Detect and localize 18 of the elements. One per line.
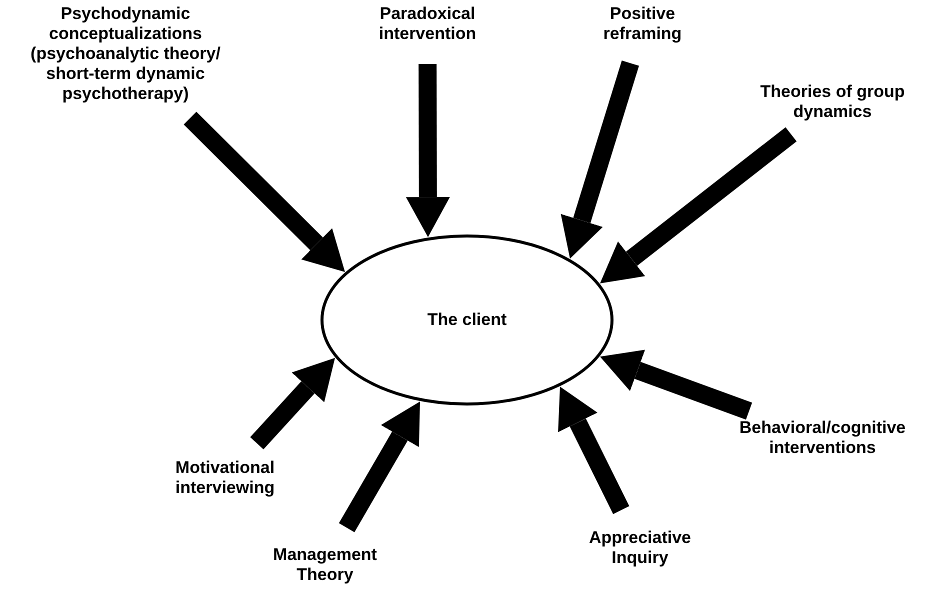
approach-label: Positive reframing [595, 4, 690, 44]
client-ellipse [320, 234, 614, 406]
block-arrow [600, 127, 797, 284]
block-arrow [560, 60, 640, 259]
block-arrow [600, 350, 752, 420]
approach-label: Psychodynamic conceptualizations (psychoanalytic theory/ short-term dynamic psychotherapy) [18, 4, 233, 104]
approach-label: Theories of group dynamics [740, 82, 925, 122]
block-arrow [406, 64, 450, 238]
approach-label: Motivational interviewing [150, 458, 300, 498]
approach-label: Behavioral/cognitive interventions [715, 418, 930, 458]
block-arrow [184, 112, 345, 272]
approach-label: Management Theory [265, 545, 385, 585]
approach-label: Paradoxical intervention [365, 4, 490, 44]
block-arrow [558, 386, 630, 514]
block-arrow [250, 358, 335, 450]
approach-label: Appreciative Inquiry [580, 528, 700, 568]
block-arrow [338, 401, 420, 532]
node-label: The client [426, 310, 508, 330]
